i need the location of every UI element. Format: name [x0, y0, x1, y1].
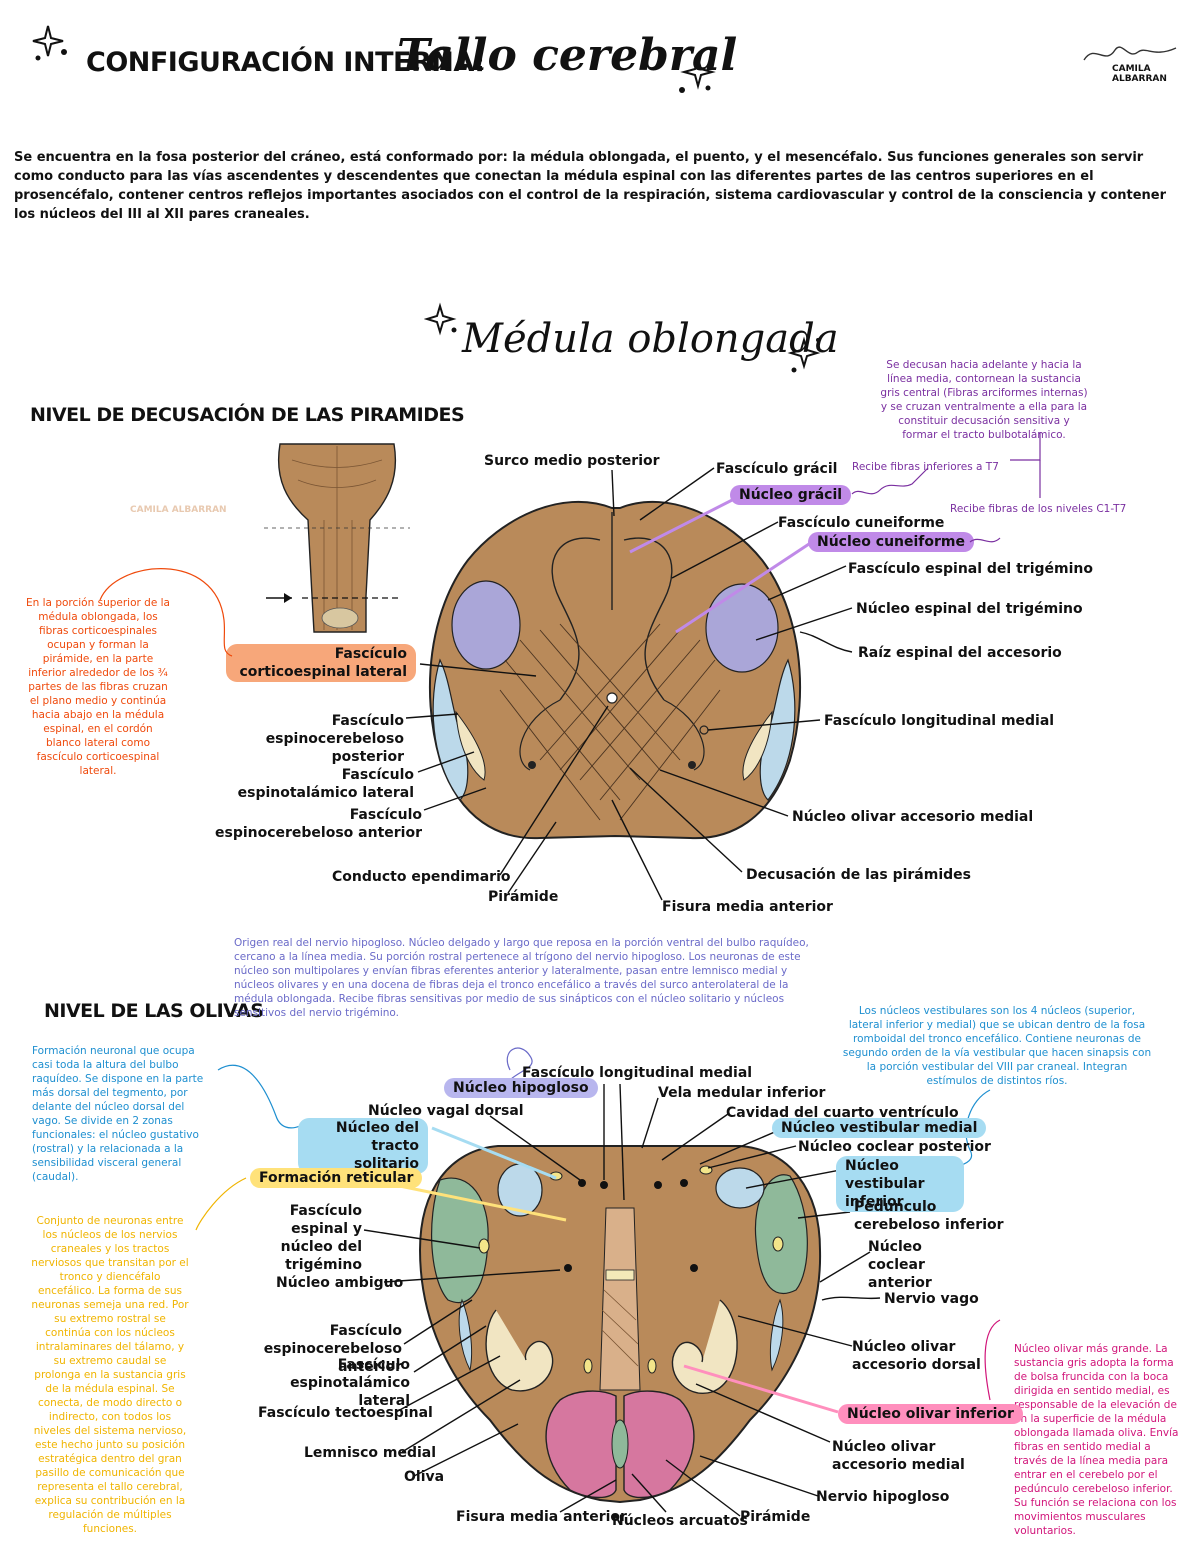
- label-fasciculo-espinotalamico-lateral: Fascículo espinotalámico lateral: [237, 767, 414, 801]
- label-raiz-espinal-accesorio: Raíz espinal del accesorio: [858, 645, 1062, 661]
- label-nucleos-arcuatos: Núcleos arcuatos: [612, 1513, 748, 1529]
- label-vela-medular-inferior: Vela medular inferior: [658, 1085, 826, 1101]
- section-title: Médula oblongada: [462, 316, 839, 362]
- label-nucleo-olivar-accesorio-dorsal: Núcleo olivar accesorio dorsal: [852, 1339, 981, 1373]
- label-nucleo-olivar-inferior: Núcleo olivar inferior: [838, 1404, 1023, 1424]
- label-nervio-hipogloso: Nervio hipogloso: [816, 1489, 950, 1505]
- label-fasciculo-gracil: Fascículo grácil: [716, 461, 838, 477]
- note-decusacion-sensitiva: Se decusan hacia adelante y hacia la lín…: [880, 359, 1088, 441]
- label-fasciculo-cuneiforme: Fascículo cuneiforme: [778, 515, 945, 531]
- note-nucleo-olivar-inferior: Núcleo olivar más grande. La sustancia g…: [1014, 1343, 1179, 1537]
- page-title-caps: CONFIGURACIÓN INTERNA:: [86, 47, 485, 78]
- sparkle-icon: [787, 336, 821, 373]
- label-nucleo-vagal-dorsal: Núcleo vagal dorsal: [368, 1103, 524, 1119]
- medulla-section-2: [363, 1083, 881, 1517]
- label-nervio-vago: Nervio vago: [884, 1291, 979, 1307]
- label-cavidad-cuarto-ventriculo: Cavidad del cuarto ventrículo: [726, 1105, 959, 1121]
- label-nucleo-vestibular-inferior: Núcleo vestibular inferior: [836, 1156, 964, 1212]
- label-fasciculo-tectoespinal: Fascículo tectoespinal: [258, 1405, 433, 1421]
- sparkle-icon: [679, 54, 716, 93]
- label-nucleo-coclear-posterior: Núcleo coclear posterior: [798, 1139, 991, 1155]
- note-nucleo-hipogloso: Origen real del nervio hipogloso. Núcleo…: [234, 937, 809, 1019]
- level2-heading: NIVEL DE LAS OLIVAS: [44, 1000, 264, 1022]
- note-nucleos-vestibulares: Los núcleos vestibulares son los 4 núcle…: [842, 1005, 1152, 1087]
- label-nucleo-espinal-trigemino: Núcleo espinal del trigémino: [856, 601, 1083, 617]
- label-lemnisco-medial: Lemnisco medial: [304, 1445, 437, 1461]
- label-fasciculo-espinal-trigemino: Fascículo espinal del trigémino: [848, 561, 1093, 577]
- brainstem-sketch: [264, 443, 410, 633]
- label-fasciculo-espinocerebeloso-anterior: Fascículo espinocerebeloso anterior: [214, 807, 422, 841]
- label-fasciculo-longitudinal-medial: Fascículo longitudinal medial: [824, 713, 1055, 729]
- note-tracto-solitario: Formación neuronal que ocupa casi toda l…: [32, 1045, 204, 1183]
- label-fisura-media-anterior: Fisura media anterior: [662, 899, 833, 915]
- label-formacion-reticular: Formación reticular: [250, 1168, 423, 1188]
- label-nucleo-hipogloso: Núcleo hipogloso: [444, 1078, 598, 1098]
- label-nucleo-cuneiforme: Núcleo cuneiforme: [808, 532, 974, 552]
- intro-text: Se encuentra en la fosa posterior del cr…: [14, 150, 1167, 222]
- label-fasciculo-espinotalamico-lateral-2: Fascículo espinotalámico lateral: [290, 1357, 410, 1409]
- watermark-author: CAMILA ALBARRAN: [130, 505, 227, 515]
- note-corticoespinal: En la porción superior de la médula oblo…: [26, 597, 170, 777]
- label-nucleo-tracto-solitario: Núcleo del tracto solitario: [298, 1118, 428, 1174]
- label-nucleo-olivar-accesorio-medial: Núcleo olivar accesorio medial: [792, 809, 1034, 825]
- label-fisura-media-anterior-2: Fisura media anterior: [456, 1509, 627, 1525]
- label-oliva: Oliva: [404, 1469, 445, 1485]
- sparkle-icon: [32, 25, 67, 61]
- signature-icon: [1083, 46, 1177, 61]
- sparkle-icon: [424, 302, 457, 336]
- label-piramide: Pirámide: [488, 889, 559, 905]
- label-fasciculo-longitudinal-medial-2: Fascículo longitudinal medial: [522, 1065, 753, 1081]
- level-arrow-icon: [266, 593, 402, 603]
- note-recibe-c1-t7: Recibe fibras de los niveles C1-T7: [950, 503, 1127, 515]
- label-decusacion-piramides: Decusación de las pirámides: [746, 867, 971, 883]
- label-nucleo-ambiguo: Núcleo ambiguo: [276, 1275, 404, 1291]
- author-name: CAMILA ALBARRAN: [1112, 64, 1167, 84]
- label-fasciculo-espinocerebeloso-anterior-2: Fascículo espinocerebeloso anterior: [263, 1323, 402, 1375]
- medulla-section-1: [405, 467, 853, 901]
- label-conducto-ependimario: Conducto ependimario: [332, 869, 511, 885]
- label-nucleo-olivar-accesorio-medial-2: Núcleo olivar accesorio medial: [832, 1439, 965, 1473]
- label-fasciculo-espinocerebeloso-posterior: Fascículo espinocerebeloso posterior: [265, 713, 404, 765]
- label-nucleo-vestibular-medial: Núcleo vestibular medial: [772, 1118, 987, 1138]
- label-nucleo-gracil: Núcleo grácil: [730, 485, 852, 505]
- connector-orange: [99, 568, 233, 657]
- connector-purple: [851, 432, 1041, 543]
- note-formacion-reticular: Conjunto de neuronas entre los núcleos d…: [31, 1215, 189, 1535]
- level1-heading: NIVEL DE DECUSACIÓN DE LAS PIRAMIDES: [30, 404, 465, 426]
- note-recibe-t7: Recibe fibras inferiores a T7: [852, 461, 999, 473]
- label-surco-medio-posterior: Surco medio posterior: [484, 453, 660, 469]
- label-fasciculo-corticoespinal-lateral: Fascículo corticoespinal lateral: [226, 644, 416, 682]
- label-fasciculo-espinal-nucleo-trigemino: Fascículo espinal y núcleo del trigémino: [280, 1203, 362, 1273]
- label-piramide-2: Pirámide: [740, 1509, 811, 1525]
- label-nucleo-coclear-anterior: Núcleo coclear anterior: [868, 1239, 932, 1291]
- page-title-script: Tallo cerebral: [397, 30, 738, 81]
- label-pedunculo-cerebeloso-inferior: Pedúnculo cerebeloso inferior: [854, 1199, 1004, 1233]
